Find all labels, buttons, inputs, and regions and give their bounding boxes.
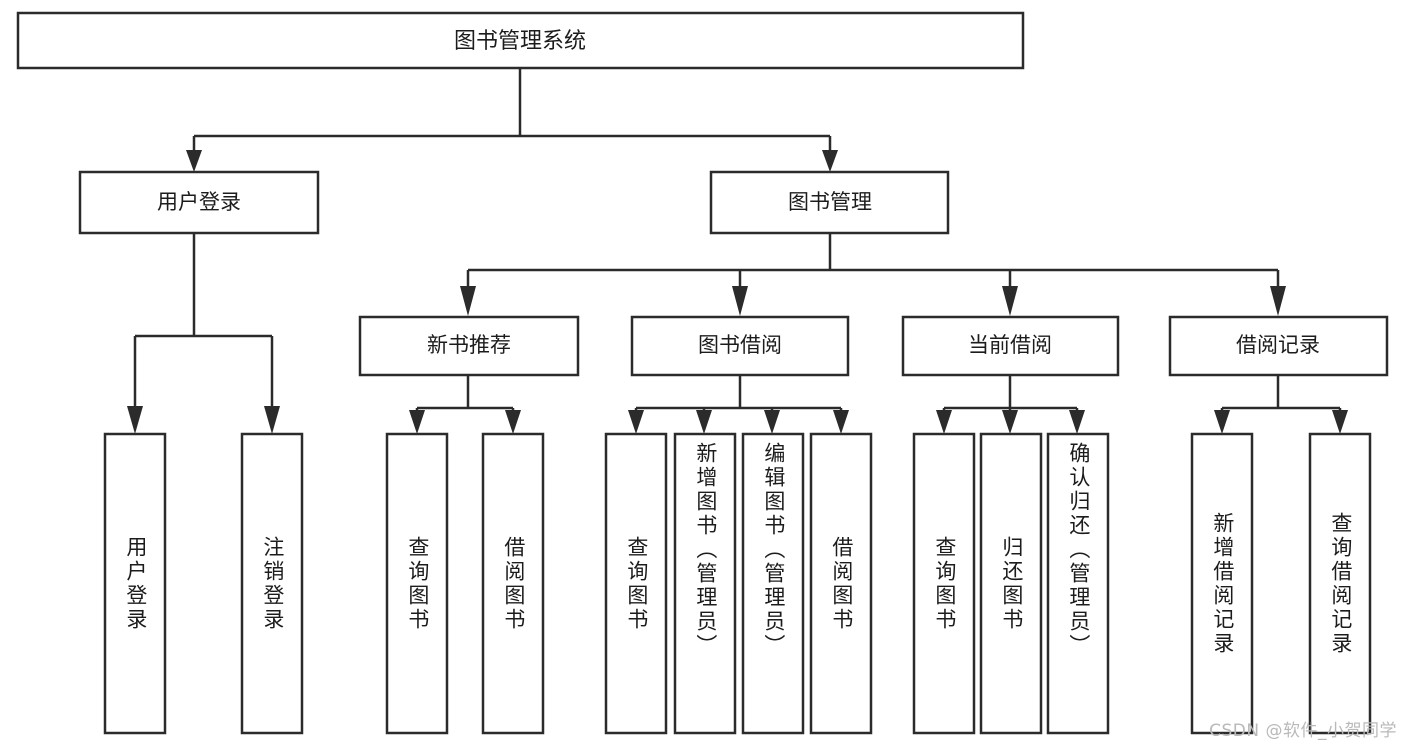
node-leaf-query-book-2[interactable]	[604, 432, 668, 735]
arrow-leaf-borrow-book-2	[833, 410, 849, 434]
arrow-new-book-recommend	[460, 286, 476, 316]
node-leaf-add-book[interactable]	[673, 432, 737, 735]
node-leaf-return-book[interactable]	[979, 432, 1043, 735]
node-leaf-user-login[interactable]	[103, 432, 167, 735]
node-book-management[interactable]	[709, 170, 950, 235]
arrow-user-login	[186, 150, 202, 172]
arrow-leaf-logout-login	[264, 406, 280, 434]
node-leaf-edit-book[interactable]	[741, 432, 805, 735]
node-leaf-borrow-book-1[interactable]	[481, 432, 545, 735]
arrow-leaf-return-book	[1002, 410, 1018, 434]
arrow-leaf-add-book	[696, 410, 712, 434]
node-user-login-label: 用户登录	[157, 190, 241, 214]
node-borrow-record[interactable]	[1168, 315, 1389, 377]
node-root-label: 图书管理系统	[454, 29, 586, 54]
node-leaf-query-book-1[interactable]	[385, 432, 449, 735]
node-current-borrow[interactable]	[901, 315, 1120, 377]
arrow-borrow-record	[1270, 286, 1286, 316]
arrow-leaf-confirm-return	[1069, 410, 1085, 434]
node-leaf-logout-login[interactable]	[240, 432, 304, 735]
nodes-layer: 图书管理系统 用户登录 图书管理 新书推荐 图书借阅 当前借阅 借阅记录	[16, 11, 1389, 735]
node-book-management-label: 图书管理	[788, 190, 872, 214]
arrow-current-borrow	[1002, 286, 1018, 316]
node-new-book-recommend[interactable]	[358, 315, 580, 377]
arrow-leaf-edit-book	[764, 410, 780, 434]
arrow-book-borrow	[732, 286, 748, 316]
node-leaf-add-record[interactable]	[1190, 432, 1254, 735]
arrow-book-management	[822, 150, 838, 172]
node-new-book-recommend-label: 新书推荐	[427, 333, 511, 357]
csdn-watermark: CSDN @软件_小贺同学	[1209, 721, 1397, 741]
node-user-login[interactable]	[78, 170, 320, 235]
arrow-leaf-query-book-1	[409, 410, 425, 434]
connectors-layer	[127, 68, 1348, 434]
node-book-borrow-label: 图书借阅	[698, 333, 782, 357]
arrow-leaf-user-login	[127, 406, 143, 434]
node-current-borrow-label: 当前借阅	[968, 333, 1052, 357]
node-borrow-record-label: 借阅记录	[1236, 333, 1320, 357]
arrow-leaf-query-book-3	[936, 410, 952, 434]
node-leaf-confirm-return[interactable]	[1046, 432, 1110, 735]
arrow-leaf-add-record	[1214, 410, 1230, 434]
arrow-leaf-query-record	[1332, 410, 1348, 434]
node-book-borrow[interactable]	[630, 315, 850, 377]
node-root[interactable]	[16, 11, 1025, 70]
node-leaf-query-book-3[interactable]	[912, 432, 976, 735]
node-leaf-borrow-book-2[interactable]	[809, 432, 873, 735]
arrow-leaf-query-book-2	[628, 410, 644, 434]
arrow-leaf-borrow-book-1	[505, 410, 521, 434]
node-leaf-query-record[interactable]	[1308, 432, 1372, 735]
